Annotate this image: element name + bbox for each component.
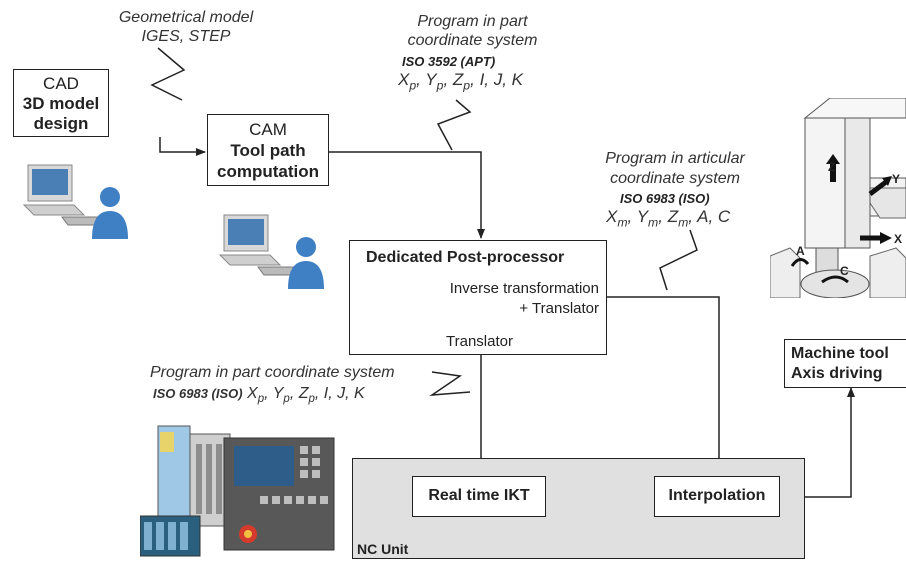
- iso-6983-articular-label: ISO 6983 (ISO): [620, 191, 710, 206]
- nc-unit-label: NC Unit: [357, 541, 409, 557]
- machine-tool-box: Machine tool Axis driving: [784, 339, 906, 388]
- transfer-zigzag-apt: [436, 99, 472, 151]
- computer-icon: [218, 205, 328, 290]
- post-processor-box: Dedicated Post-processor Inverse transfo…: [349, 240, 607, 355]
- cad-box: CAD 3D model design: [13, 69, 109, 137]
- iso-3592-label: ISO 3592 (APT): [402, 54, 496, 69]
- program-articular-label: Program in articular coordinate system: [605, 150, 745, 187]
- geo-model-label: Geometrical model IGES, STEP: [118, 9, 254, 45]
- cad-to-cam-arrow: [159, 137, 206, 156]
- program-part-bottom-label: Program in part coordinate system: [150, 364, 395, 381]
- cnc-controller-illustration: [139, 424, 340, 559]
- program-part-top-label: Program in part coordinate system: [407, 13, 538, 49]
- axis-y-label: Y: [892, 172, 901, 186]
- transfer-zigzag-articular: [659, 229, 698, 291]
- transfer-zigzag-geo: [150, 47, 186, 101]
- axis-a-label: A: [796, 244, 805, 258]
- part-vars-bottom: ISO 6983 (ISO) Xp, Yp, Zp, I, J, K: [153, 385, 365, 406]
- machine-tool-illustration: Z Y X A C: [769, 97, 906, 299]
- translator-label: Translator: [446, 333, 513, 350]
- cam-to-post-arrow: [328, 151, 485, 239]
- axis-c-label: C: [840, 264, 849, 278]
- axis-z-label: Z: [828, 160, 836, 174]
- inverse-transformation-label: Inverse transformation: [449, 280, 599, 297]
- interpolation-box: Interpolation: [654, 476, 780, 517]
- articular-vars: Xm, Ym, Zm, A, C: [606, 207, 731, 230]
- post-processor-title: Dedicated Post-processor: [366, 249, 565, 266]
- axis-x-label: X: [894, 232, 903, 246]
- part-vars-top: Xp, Yp, Zp, I, J, K: [398, 70, 524, 93]
- real-time-ikt-box: Real time IKT: [412, 476, 546, 517]
- cam-box: CAM Tool path computation: [207, 114, 329, 186]
- computer-icon: [22, 155, 132, 240]
- transfer-zigzag-part-bottom: [429, 371, 471, 396]
- plus-translator-label: + Translator: [519, 300, 599, 317]
- post-to-interp-arrow: [607, 296, 723, 475]
